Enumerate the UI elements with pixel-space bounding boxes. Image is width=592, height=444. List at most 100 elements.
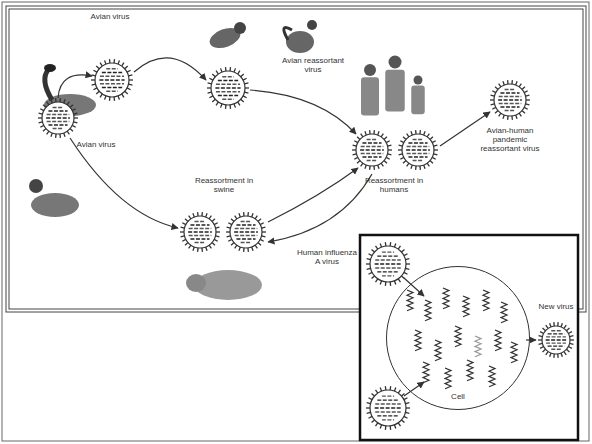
rna-strand [415, 330, 421, 351]
rna-segment [500, 106, 519, 107]
rna-segment [47, 114, 70, 115]
spike [228, 239, 232, 241]
spike [381, 163, 383, 166]
spike [381, 134, 383, 137]
rna-segment [375, 407, 402, 408]
spike [185, 243, 188, 246]
rna-segment [48, 110, 67, 111]
rna-segment [195, 221, 206, 222]
rna-segment [407, 146, 430, 147]
rna-segment [215, 87, 240, 88]
rna-strand [467, 360, 473, 381]
rna-segment [53, 107, 64, 108]
goose-head [44, 64, 56, 72]
rna-segment [222, 76, 233, 77]
rna-segment [546, 339, 567, 340]
spike [182, 223, 186, 225]
envelope [356, 134, 388, 166]
rna-segment [551, 349, 560, 350]
arrow [404, 382, 424, 396]
rna-segment [375, 263, 402, 264]
envelope [370, 390, 406, 426]
spike [386, 157, 390, 159]
spike [411, 165, 412, 169]
spike [561, 323, 562, 327]
rna-segment [505, 89, 516, 90]
person-body [411, 85, 425, 114]
rna-strand [463, 296, 469, 317]
spike [516, 81, 517, 85]
spike [492, 107, 496, 109]
rna-segment [102, 72, 122, 73]
spike [432, 157, 436, 159]
envelope [494, 84, 526, 116]
spike [490, 99, 494, 100]
caption-label: Avian virus [80, 12, 140, 21]
rna-segment [190, 238, 209, 239]
virus-particle [352, 130, 392, 170]
rna-segment [546, 336, 566, 337]
rooster-tail [284, 28, 292, 40]
spike [239, 247, 240, 251]
rna-segment [408, 156, 427, 157]
spike [228, 223, 232, 225]
rna-strand [407, 290, 413, 311]
duck-body [31, 193, 79, 217]
spike [105, 60, 106, 64]
spike [212, 219, 215, 222]
virus-particle [538, 322, 574, 358]
cell-label: Cell [387, 392, 529, 401]
spike [212, 74, 215, 77]
rna-segment [236, 224, 255, 225]
spike [231, 243, 234, 246]
rna-strand [489, 366, 495, 387]
spike [214, 239, 218, 241]
spike [361, 163, 363, 166]
spike [550, 353, 551, 357]
rna-strand [475, 336, 481, 357]
spike [214, 223, 218, 225]
rna-segment [236, 238, 255, 239]
spike [561, 353, 562, 357]
inset-frame [360, 235, 578, 440]
spike [432, 141, 436, 143]
spike [241, 99, 244, 102]
rna-segment [216, 91, 240, 92]
virus-particle [366, 242, 410, 286]
spike [369, 272, 373, 274]
spike [354, 157, 358, 159]
caption-label: Avian virus [74, 140, 118, 149]
spike [206, 213, 207, 217]
caption-label: Avian reassortant virus [278, 56, 348, 74]
rna-strand [501, 302, 507, 323]
parrot [207, 22, 246, 52]
rna-segment [377, 271, 398, 272]
spike [404, 272, 408, 274]
spike [216, 231, 220, 232]
spike [400, 157, 404, 159]
spike [503, 81, 504, 85]
spike [212, 243, 215, 246]
spike [96, 91, 99, 94]
spike [129, 79, 133, 80]
rna-segment [375, 411, 400, 412]
spike [252, 213, 253, 217]
rna-segment [362, 142, 381, 143]
pig-head [186, 274, 206, 292]
arrow [440, 112, 490, 146]
spike [243, 96, 247, 98]
rna-segment [48, 124, 67, 125]
arrow [404, 278, 424, 296]
spike [404, 254, 408, 256]
rna-strand [425, 300, 431, 321]
rna-segment [241, 221, 252, 222]
spike [221, 68, 222, 72]
rna-segment [548, 345, 565, 346]
virus-particle [226, 212, 266, 252]
rna-strand [443, 288, 449, 309]
spike [209, 78, 213, 80]
caption-label: New virus [531, 302, 581, 311]
spike [125, 91, 128, 94]
